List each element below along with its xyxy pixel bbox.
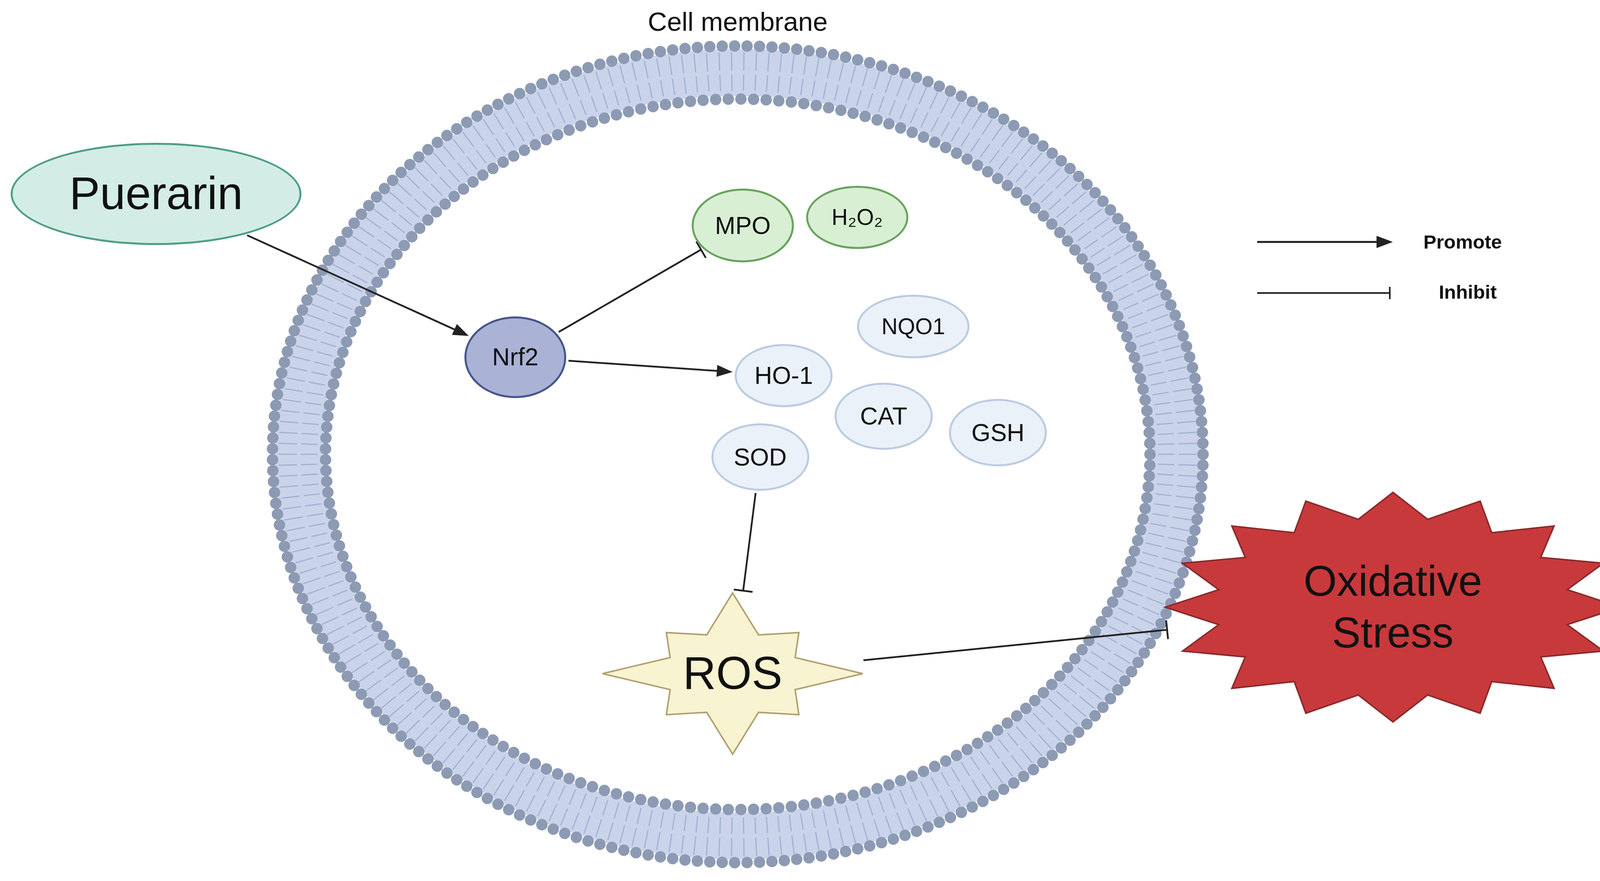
enzyme-ellipse: GSH: [948, 398, 1047, 467]
node-label: Puerarin: [69, 167, 244, 221]
lipid-bilayer: [266, 40, 1209, 869]
promote-connector: [247, 235, 469, 336]
membrane-label: Cell membrane: [268, 6, 1208, 37]
inhibit-connector: [558, 241, 706, 332]
inhibit-connector: [863, 620, 1168, 661]
marker-ellipse: H₂O₂: [806, 185, 909, 249]
legend-label: Inhibit: [1438, 280, 1497, 304]
node-label: MPO: [714, 211, 771, 240]
burst-shape: [1165, 492, 1600, 723]
promote-connector: [568, 360, 733, 377]
node-label: ROS: [683, 647, 783, 700]
legend-samples: [1257, 235, 1393, 300]
enzyme-ellipse: CAT: [834, 382, 933, 451]
node-label: Oxidative Stress: [1272, 555, 1513, 659]
ros-star: ROS: [602, 593, 863, 755]
node-label: H₂O₂: [831, 204, 883, 231]
cell-membrane: Cell membraneMPOH₂O₂NQO1Nrf2HO-1CATGSHSO…: [268, 40, 1208, 868]
enzyme-ellipse: HO-1: [734, 344, 833, 408]
node-label: Nrf2: [492, 342, 539, 371]
node-label: HO-1: [754, 361, 813, 390]
node-label: NQO1: [881, 313, 946, 340]
enzyme-ellipse: NQO1: [857, 294, 970, 358]
drug-ellipse: Puerarin: [10, 142, 302, 246]
node-label: GSH: [971, 418, 1025, 447]
stress-burst: Oxidative Stress: [1165, 492, 1600, 723]
inhibit-connector: [733, 493, 756, 593]
legend-label: Promote: [1423, 230, 1503, 253]
node-label: CAT: [860, 402, 908, 431]
marker-ellipse: MPO: [691, 188, 794, 262]
node-label: SOD: [733, 443, 787, 472]
enzyme-ellipse: SOD: [711, 423, 810, 491]
factor-circle: Nrf2: [464, 316, 567, 399]
